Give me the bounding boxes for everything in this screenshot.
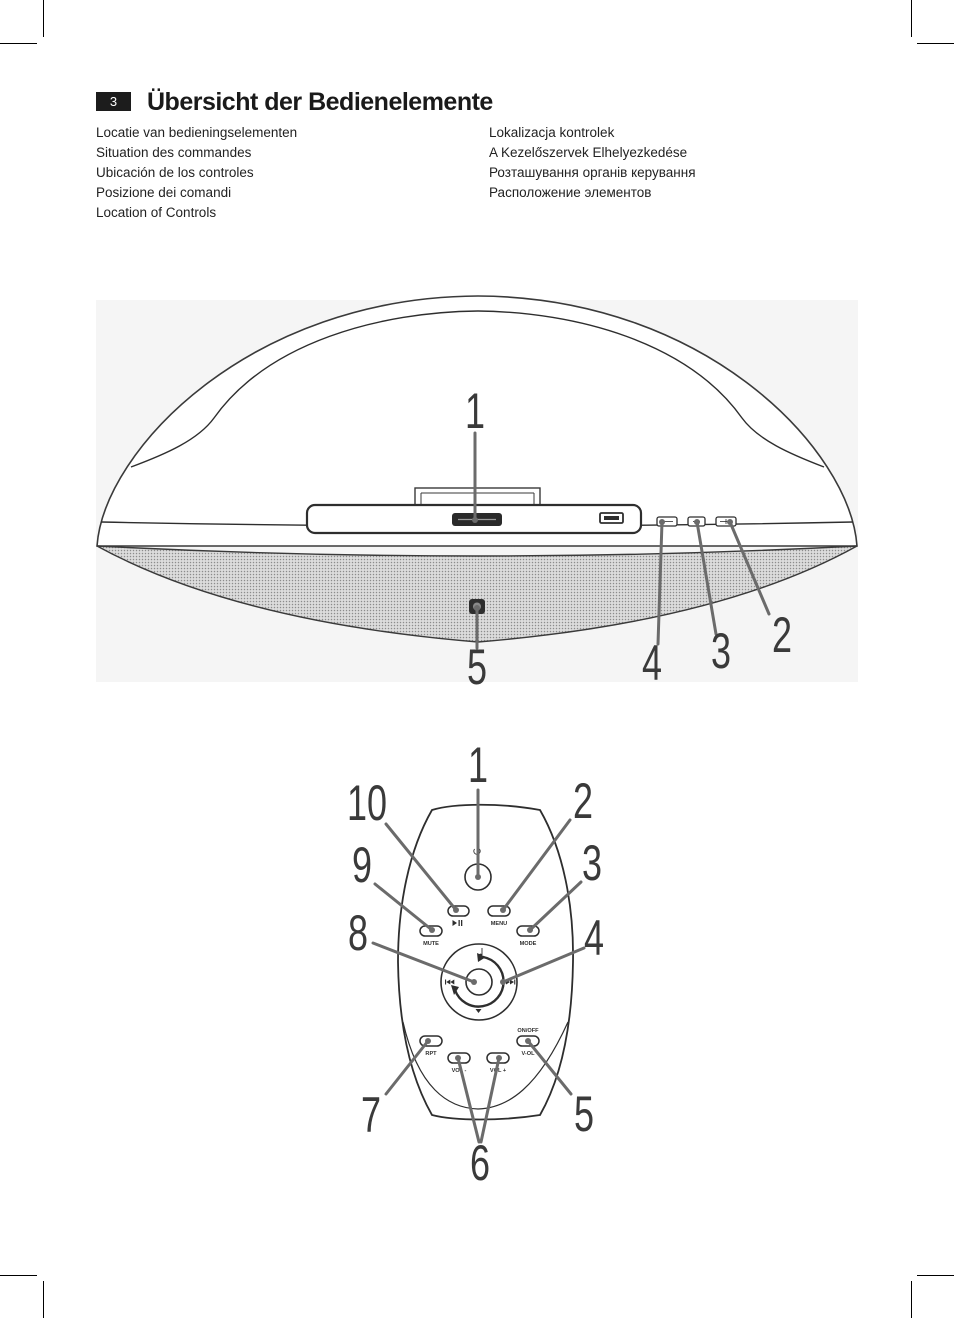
speaker-grille (96, 545, 858, 643)
rotation-arrow (453, 955, 505, 1008)
translated-title: Lokalizacja kontrolek (489, 125, 615, 140)
translated-title: Posizione dei comandi (96, 185, 232, 200)
callout-number-4: 4 (584, 911, 604, 966)
crop-mark-bottom-left-vertical (43, 1281, 44, 1318)
callout-line-5 (526, 1039, 573, 1096)
volume-up-label: VOL + (490, 1068, 507, 1074)
callout-number-2: 2 (772, 608, 792, 663)
callout-number-9: 9 (352, 838, 372, 893)
navigation-wheel (440, 943, 518, 1021)
callout-dot (455, 1055, 461, 1061)
crop-mark-top-right-vertical (911, 0, 912, 37)
translated-titles-right: Lokalizacja kontrolek A Kezelőszervek El… (489, 123, 696, 203)
callout-line-9 (373, 882, 434, 932)
translated-titles-left: Locatie van bedieningselementen Situatio… (96, 123, 297, 223)
callout-line-3 (528, 880, 583, 932)
callout-dot (453, 907, 459, 913)
translated-title: Situation des commandes (96, 145, 252, 160)
callout-number-3: 3 (582, 836, 602, 891)
callout-line-7 (384, 1039, 430, 1096)
speaker-callouts: 1 2 3 4 5 (465, 384, 792, 695)
callout-dot (471, 979, 477, 985)
volume-down-label: VOL - (452, 1068, 467, 1074)
music-note-icon (479, 948, 483, 957)
previous-track-icon (445, 979, 455, 985)
translated-title: Расположение элементов (489, 185, 652, 200)
mode-label: MODE (520, 941, 537, 947)
callout-line-6b (479, 1056, 501, 1144)
arrow-head (451, 985, 459, 995)
callout-dot (525, 1038, 531, 1044)
callout-dot (496, 1055, 502, 1061)
crop-mark-bottom-right-vertical (911, 1281, 912, 1318)
translated-title: Locatie van bedieningselementen (96, 125, 298, 140)
callout-dot (474, 605, 480, 611)
down-arrow-icon (475, 1009, 482, 1013)
v-ol-label: V-OL (521, 1051, 535, 1057)
callout-dot (429, 927, 435, 933)
callout-number-6: 6 (470, 1136, 490, 1191)
callout-dot (500, 907, 506, 913)
menu-label: MENU (491, 921, 507, 927)
mute-label: MUTE (423, 941, 439, 947)
callout-number-2: 2 (573, 774, 593, 829)
speaker-dome-outline (96, 295, 858, 547)
remote-callouts: 1 2 3 4 5 6 7 8 9 10 (347, 738, 604, 1191)
callout-number-1: 1 (468, 738, 488, 793)
center-button (465, 968, 493, 996)
callout-dot (425, 1038, 431, 1044)
callout-line-3 (695, 520, 718, 636)
callout-dot (727, 519, 733, 525)
speaker-top-rim (130, 310, 825, 468)
play-pause-icon (452, 920, 463, 926)
callout-dot (659, 519, 665, 525)
callout-dot (475, 874, 481, 880)
repeat-label: RPT (425, 1051, 437, 1057)
callout-number-10: 10 (347, 776, 387, 831)
callout-number-1: 1 (465, 384, 485, 439)
translated-title: Ubicación de los controles (96, 165, 254, 180)
callout-line-8 (371, 941, 476, 984)
crop-mark-bottom-right-horizontal (917, 1275, 954, 1276)
speaker-button-2 (715, 516, 737, 527)
remote-control-figure: MENU MUTE MODE RPT ON/OFF V-OL VOL - VOL… (347, 738, 604, 1191)
crop-mark-bottom-left-horizontal (0, 1275, 37, 1276)
callout-line-6a (456, 1056, 481, 1144)
remote-lower-panel-line (402, 1021, 569, 1110)
callout-number-4: 4 (642, 636, 662, 691)
callout-number-3: 3 (711, 624, 731, 679)
on-off-label: ON/OFF (517, 1028, 539, 1034)
translated-title: Location of Controls (96, 205, 217, 220)
callout-dot (527, 927, 533, 933)
callout-line-2 (728, 520, 771, 616)
translated-title: A Kezelőszervek Elhelyezkedése (489, 145, 688, 160)
callout-line-10 (384, 822, 458, 912)
callout-number-7: 7 (361, 1088, 381, 1143)
usb-port (599, 512, 624, 524)
page-title: Übersicht der Bedienelemente (147, 88, 493, 116)
callout-dot (694, 519, 700, 525)
crop-mark-top-left-horizontal (0, 43, 37, 44)
crop-mark-top-left-vertical (43, 0, 44, 37)
callout-line-4 (501, 946, 586, 984)
page-number-badge: 3 (96, 92, 131, 111)
callout-number-8: 8 (348, 906, 368, 961)
callout-dot (500, 979, 506, 985)
crop-mark-top-right-horizontal (917, 43, 954, 44)
dock-cradle (414, 487, 541, 506)
translated-title: Розташування органів керування (489, 165, 696, 180)
callout-dot (472, 517, 478, 523)
speaker-figure: 1 2 3 4 5 (96, 295, 858, 695)
callout-line-2 (501, 818, 572, 912)
callout-number-5: 5 (467, 640, 487, 695)
callout-line-4 (656, 520, 664, 646)
callout-number-5: 5 (574, 1087, 594, 1142)
